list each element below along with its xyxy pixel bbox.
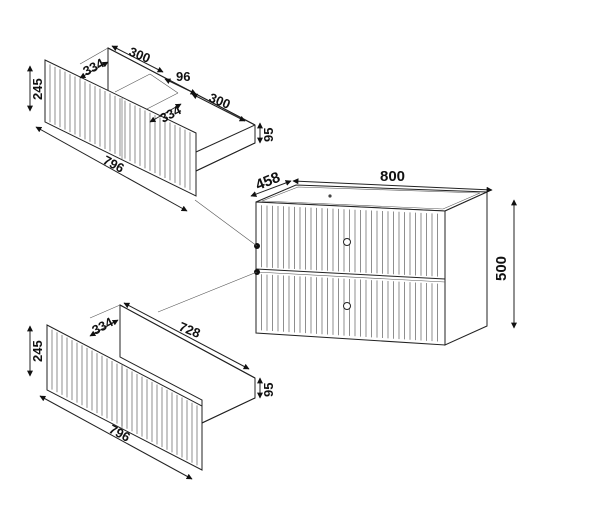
cabinet-width-dimension	[292, 178, 493, 193]
lower-box-width-label: 334	[89, 314, 116, 338]
lower-box-height-label: 95	[261, 383, 276, 397]
upper-front-height-label: 245	[30, 78, 45, 100]
cabinet	[254, 184, 488, 346]
lower-callout-line	[157, 271, 258, 313]
cabinet-height-label: 500	[493, 256, 510, 281]
cabinet-width-label: 800	[380, 168, 405, 185]
cabinet-depth-label: 458	[253, 169, 283, 194]
lower-drawer-knob	[343, 302, 351, 310]
upper-box-height-label: 95	[261, 128, 276, 142]
cabinet-depth-dimension	[250, 180, 292, 197]
upper-gap-label: 96	[176, 69, 190, 84]
lower-front-height-label: 245	[30, 340, 45, 362]
upper-callout-line	[194, 199, 258, 247]
lower-drawer	[46, 304, 256, 471]
upper-drawer-knob	[343, 238, 351, 246]
upper-left-box-width-label: 334	[80, 55, 107, 79]
